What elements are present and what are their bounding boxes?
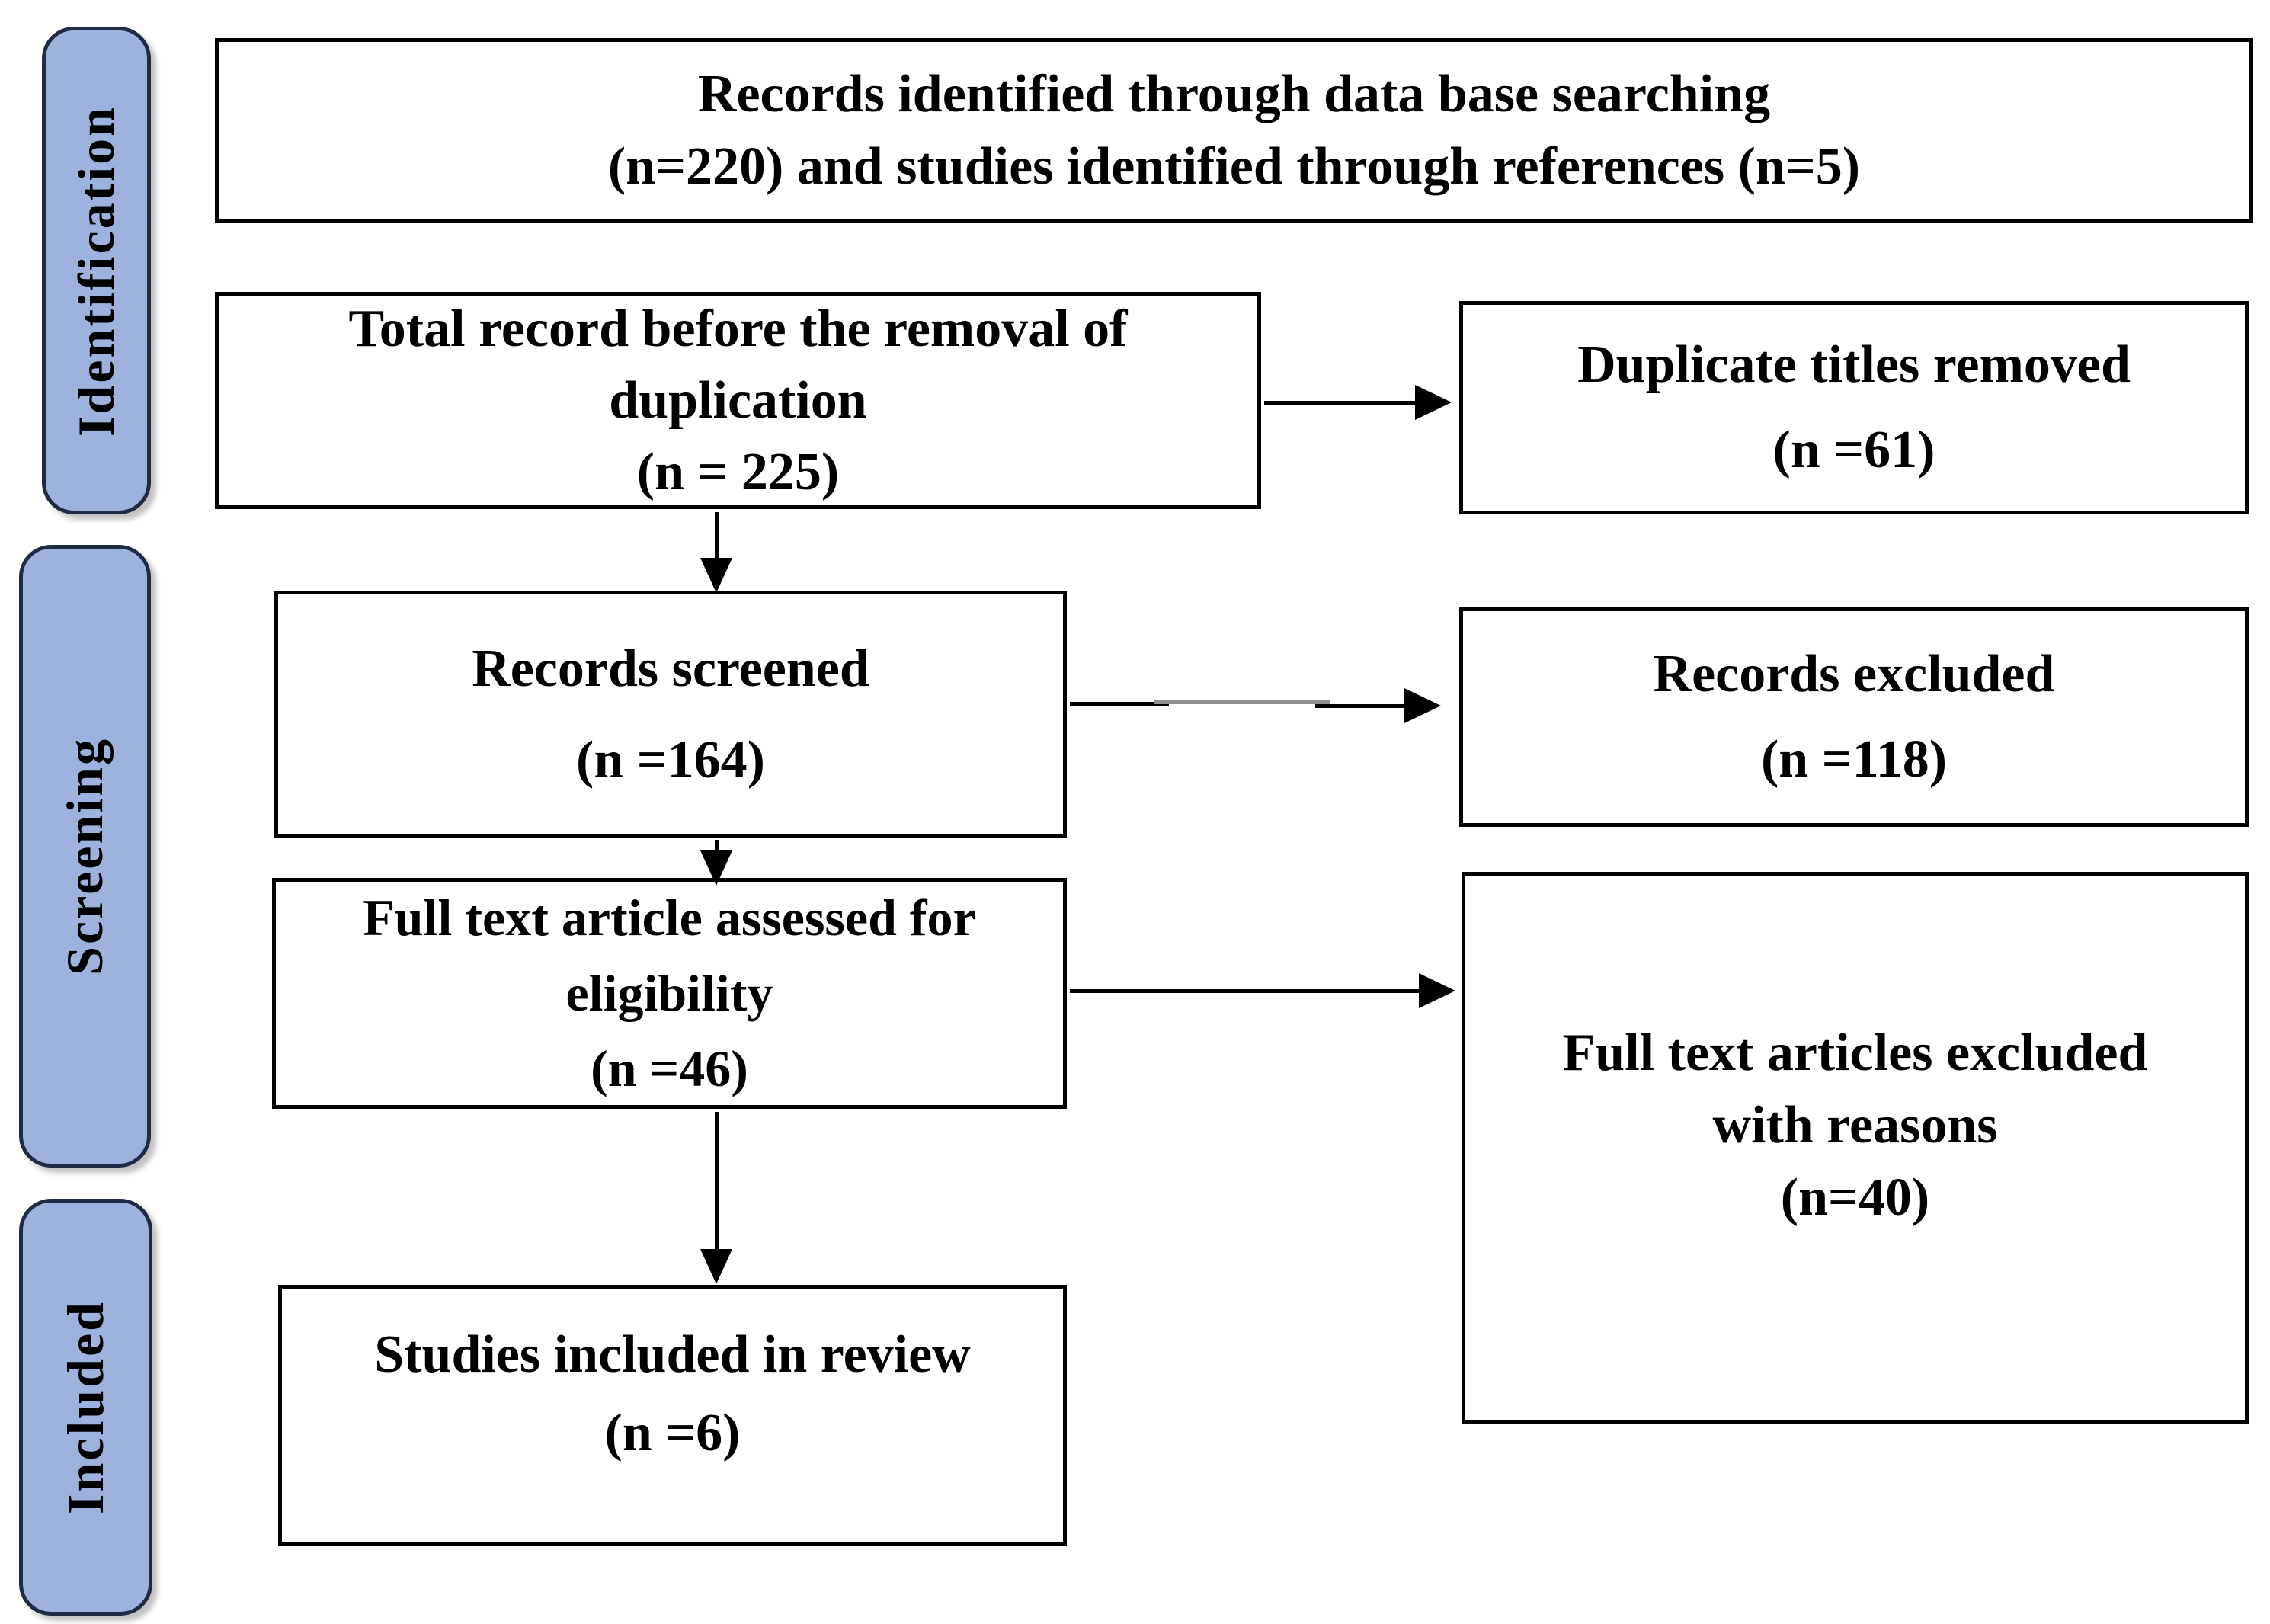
box-line: Records identified through data base sea…: [697, 65, 1771, 123]
box-line: duplication: [609, 370, 867, 430]
stage-included-label: Included: [56, 1300, 114, 1514]
box-line: Duplicate titles removed: [1577, 335, 2131, 394]
box-line: (n = 225): [636, 442, 840, 501]
box-records-screened: Records screened (n =164): [274, 591, 1067, 838]
box-line: (n =61): [1772, 421, 1935, 479]
box-line: Studies included in review: [374, 1325, 971, 1384]
stage-screening: Screening: [19, 545, 151, 1168]
box-duplicate-titles-removed: Duplicate titles removed (n =61): [1459, 301, 2249, 514]
box-line: Total record before the removal of: [348, 299, 1128, 358]
box-line: with reasons: [1712, 1095, 1998, 1155]
box-full-text-assessed: Full text article assessed for eligibili…: [272, 878, 1067, 1109]
stage-included: Included: [19, 1199, 152, 1616]
box-line: Records excluded: [1653, 645, 2055, 703]
box-line: (n =46): [591, 1039, 748, 1097]
stage-identification: Identification: [42, 27, 151, 514]
box-line: (n =118): [1760, 730, 1948, 789]
box-records-excluded: Records excluded (n =118): [1459, 607, 2249, 827]
box-line: (n=40): [1780, 1168, 1930, 1227]
stage-identification-label: Identification: [67, 104, 125, 437]
box-line: (n=220) and studies identified through r…: [607, 137, 1861, 196]
box-studies-included: Studies included in review (n =6): [278, 1285, 1067, 1546]
box-line: eligibility: [565, 964, 773, 1022]
box-records-identified: Records identified through data base sea…: [215, 38, 2253, 223]
box-line: Full text articles excluded: [1562, 1023, 2148, 1082]
box-full-text-excluded: Full text articles excluded with reasons…: [1462, 872, 2249, 1424]
box-line: (n =6): [604, 1404, 741, 1462]
box-line: Records screened: [472, 639, 869, 698]
box-line: (n =164): [576, 730, 765, 790]
stage-screening-label: Screening: [56, 737, 114, 975]
box-line: Full text article assessed for: [363, 889, 976, 947]
box-total-before-duplicate-removal: Total record before the removal of dupli…: [215, 292, 1261, 509]
